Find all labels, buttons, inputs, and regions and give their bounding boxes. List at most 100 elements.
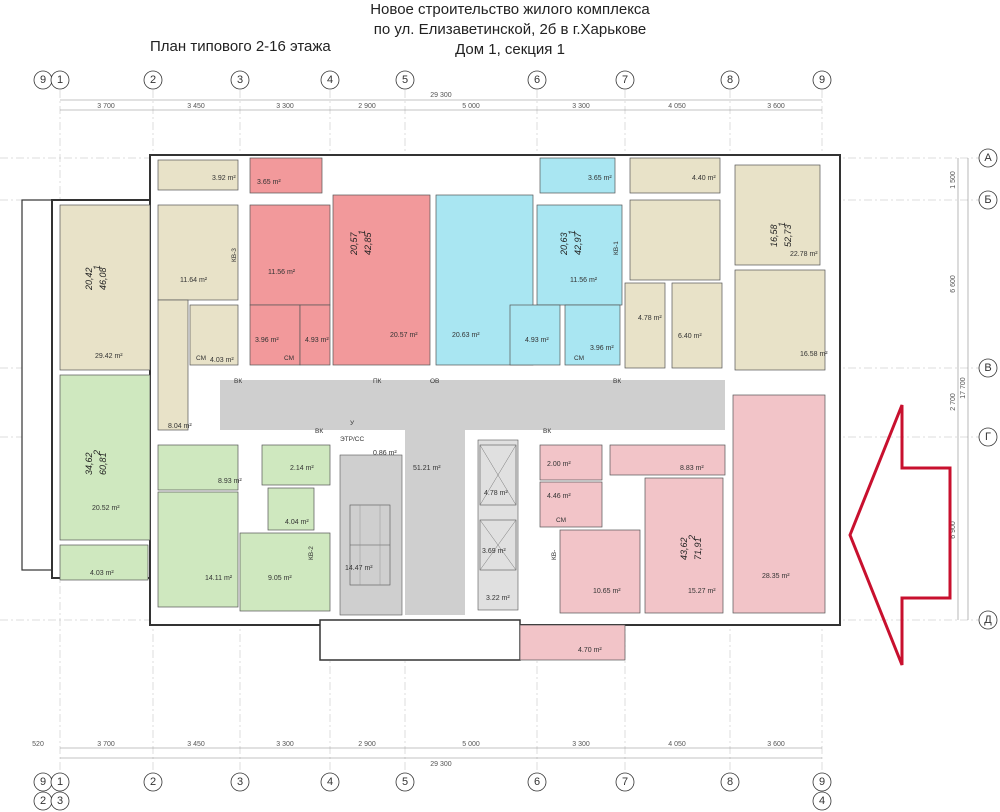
- room-area: 2.14 m²: [290, 465, 314, 472]
- apartment-green: [59, 374, 331, 612]
- room-area: 3.69 m²: [482, 548, 506, 555]
- axis-bottom-7: 7: [622, 776, 628, 788]
- dim-top-3: 3 300: [276, 103, 294, 110]
- axis-top-5: 5: [402, 74, 408, 86]
- room-area: 4.93 m²: [305, 337, 329, 344]
- tag-cm-1: СМ: [196, 355, 206, 362]
- apt-right-rooms: 1: [777, 222, 787, 227]
- apartment-right-beige: [624, 157, 826, 371]
- axis-top-9a: 9: [40, 74, 46, 86]
- service-tags: ВК ПК ОВ ВК ВК ВК ЭТР/СС У КВ-3 КВ-2 КВ-…: [196, 241, 621, 560]
- room-area: 4.03 m²: [90, 570, 114, 577]
- axis-right-a: А: [984, 152, 992, 164]
- tag-pk: ПК: [373, 378, 382, 385]
- tag-kv1: КВ-1: [613, 241, 620, 255]
- dim-top-4: 2 900: [358, 103, 376, 110]
- apt-pink-total: 71,91: [693, 537, 703, 560]
- room-area: 3.22 m²: [486, 595, 510, 602]
- room-area: 51.21 m²: [413, 465, 441, 472]
- axis-bottom-6: 6: [534, 776, 540, 788]
- tag-vk: ВК: [234, 378, 242, 385]
- room-area: 4.03 m²: [210, 357, 234, 364]
- room-area: 8.93 m²: [218, 478, 242, 485]
- axis-right-v: В: [984, 362, 991, 374]
- apt-kv3-total: 46,08: [98, 267, 108, 290]
- tag-cm-3: СМ: [574, 355, 584, 362]
- axis-bottom-row2-3: 3: [57, 795, 63, 807]
- plan-subtitle: План типового 2-16 этажа: [150, 38, 331, 55]
- apt-right-total: 52,73: [783, 224, 793, 247]
- dim-right-2: 6 600: [950, 275, 957, 293]
- tag-vk-2: ВК: [613, 378, 621, 385]
- axis-bottom-2: 2: [150, 776, 156, 788]
- apt-kv3-rooms: 1: [92, 265, 102, 270]
- elevator-shafts: [479, 444, 517, 571]
- axis-right-d: Д: [984, 614, 992, 626]
- tag-kv4: КВ-: [551, 550, 558, 560]
- dim-right-4: 6 900: [950, 521, 957, 539]
- room-area: 6.40 m²: [678, 333, 702, 340]
- title-line-1: Новое строительство жилого комплекса: [370, 1, 650, 18]
- axis-bottom-5: 5: [402, 776, 408, 788]
- room-area: 28.35 m²: [762, 573, 790, 580]
- apt-red-rooms: 1: [357, 230, 367, 235]
- room-area: 8.04 m²: [168, 423, 192, 430]
- apt-pink-living: 43,62: [679, 537, 689, 560]
- room-area: 14.11 m²: [205, 575, 233, 582]
- axis-top-7: 7: [622, 74, 628, 86]
- room-area: 4.93 m²: [525, 337, 549, 344]
- tag-cm-2: СМ: [284, 355, 294, 362]
- axis-bottom-8: 8: [727, 776, 733, 788]
- tag-vk-4: ВК: [543, 428, 551, 435]
- room-area: 29.42 m²: [95, 353, 123, 360]
- apt-cyan-total: 42,97: [573, 231, 583, 255]
- dim-bottom-7: 4 050: [668, 741, 686, 748]
- bottom-axis-markers: 9 1 2 3 4 5 6 7 8 9 2 3 4: [33, 772, 832, 811]
- room-area: 11.56 m²: [570, 277, 598, 284]
- axis-top-4: 4: [327, 74, 333, 86]
- tag-kv3: КВ-3: [231, 248, 238, 262]
- apt-right-living: 16,58: [769, 224, 779, 247]
- axis-bottom-1: 1: [57, 776, 63, 788]
- room-area: 15.27 m²: [688, 588, 716, 595]
- axis-top-2: 2: [150, 74, 156, 86]
- apt-cyan-rooms: 1: [567, 230, 577, 235]
- axis-bottom-9a: 9: [40, 776, 46, 788]
- room-area: 4.70 m²: [578, 647, 602, 654]
- tag-kv2: КВ-2: [308, 546, 315, 560]
- room-area: 2.00 m²: [547, 461, 571, 468]
- tag-cm-4: СМ: [556, 517, 566, 524]
- dim-top-2: 3 450: [187, 103, 205, 110]
- bottom-dimensions: 520 3 700 3 450 3 300 2 900 5 000 3 300 …: [32, 741, 822, 768]
- axis-bottom-row2-2: 2: [40, 795, 46, 807]
- stairwell: [349, 504, 391, 586]
- tag-ov: ОВ: [430, 378, 439, 385]
- room-area: 20.63 m²: [452, 332, 480, 339]
- room-area: 14.47 m²: [345, 565, 373, 572]
- apt-green-living: 34,62: [84, 452, 94, 475]
- room-area-labels: 3.92 m² 3.65 m² 3.65 m² 4.40 m² 11.64 m²…: [90, 175, 828, 654]
- axis-top-8: 8: [727, 74, 733, 86]
- room-area: 10.65 m²: [593, 588, 621, 595]
- room-area: 4.78 m²: [638, 315, 662, 322]
- apartment-pink: [519, 394, 826, 661]
- apt-red-living: 20,57: [349, 231, 359, 256]
- apartment-cyan: [435, 157, 623, 366]
- direction-arrow-icon: [848, 404, 952, 666]
- dim-right-1: 1 500: [950, 171, 957, 189]
- tag-y: У: [350, 420, 355, 427]
- apartment-area-labels: 1 20,42 46,08 1 20,57 42,85 1 20,63 42,9…: [84, 222, 793, 560]
- room-area: 20.57 m²: [390, 332, 418, 339]
- tag-vk-3: ВК: [315, 428, 323, 435]
- axis-top-9b: 9: [819, 74, 825, 86]
- dim-right-total: 17 700: [960, 377, 967, 399]
- top-axis-markers: 9 1 2 3 4 5 6 7 8 9: [33, 70, 832, 90]
- title-line-2: по ул. Елизаветинской, 2б в г.Харькове: [373, 21, 647, 38]
- room-area: 4.78 m²: [484, 490, 508, 497]
- dim-top-total: 29 300: [430, 92, 452, 99]
- right-axis-markers: А Б В Г Д 1 500 6 600 2 700 6 900 17 700: [950, 148, 998, 630]
- top-dimensions: 29 300 3 700 3 450 3 300 2 900 5 000 3 3…: [60, 92, 822, 111]
- room-area: 8.83 m²: [680, 465, 704, 472]
- apt-cyan-living: 20,63: [559, 232, 569, 256]
